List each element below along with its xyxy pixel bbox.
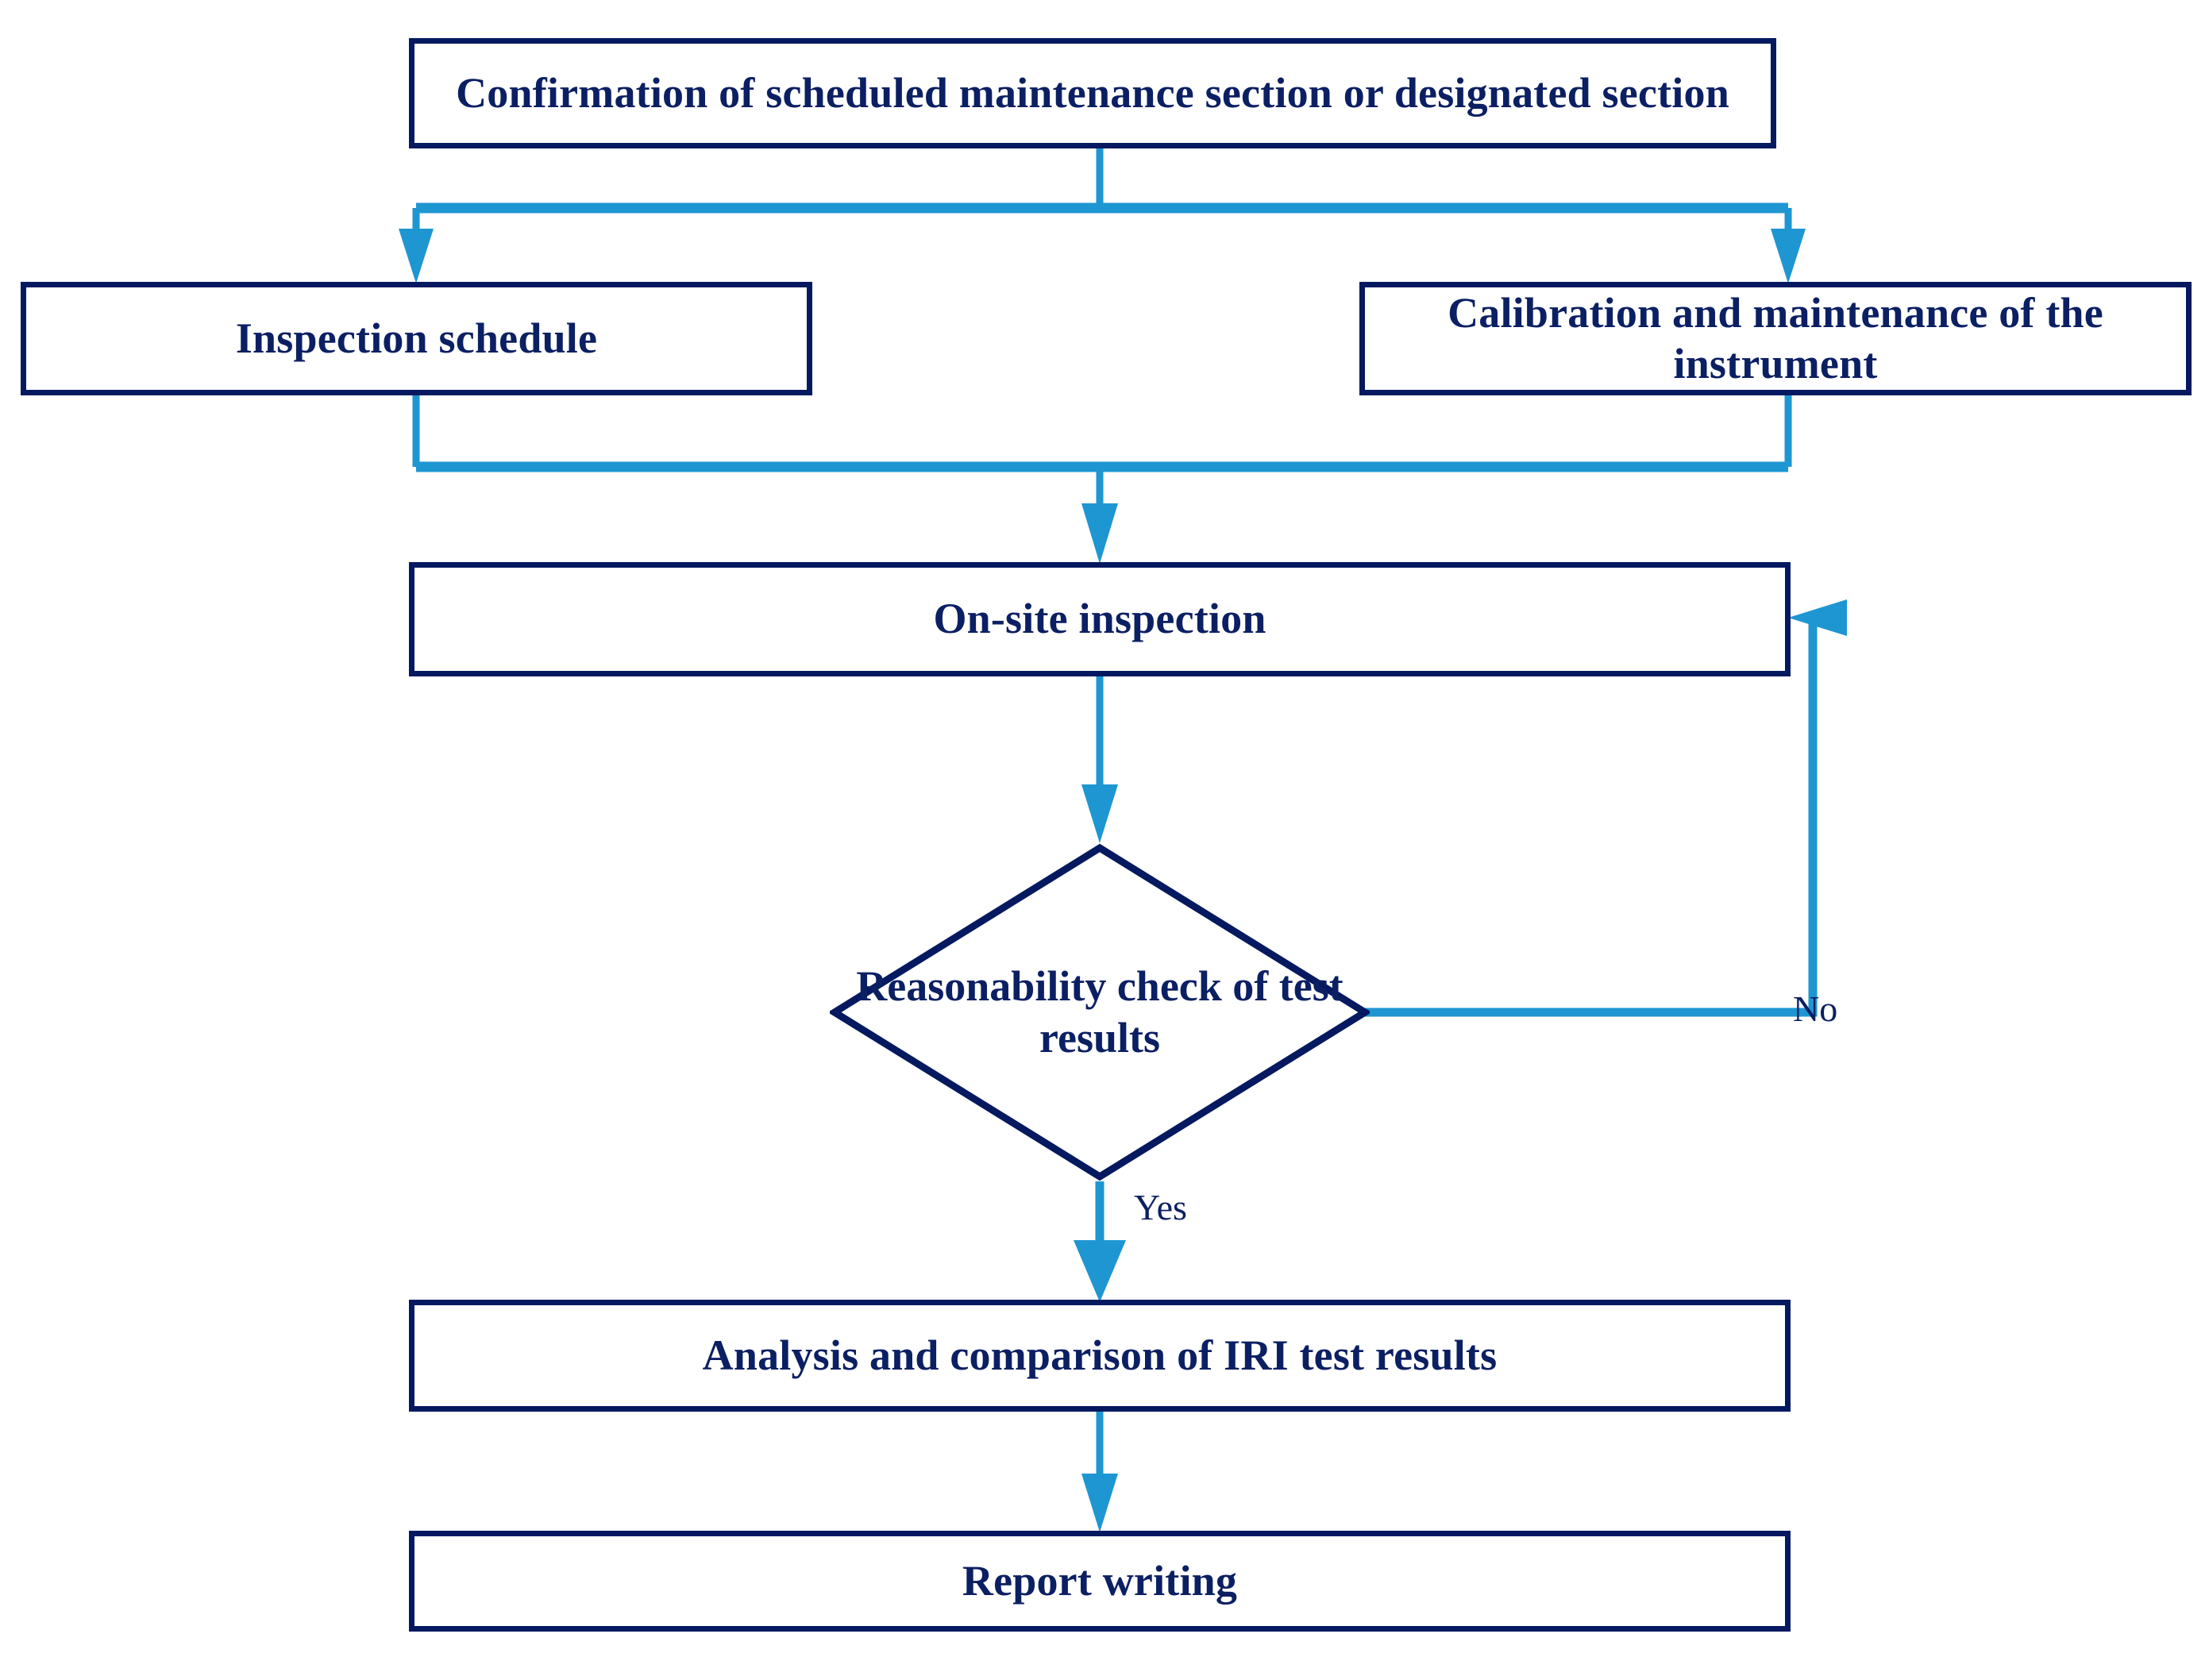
edge-confirmation-split xyxy=(416,148,1788,214)
node-label: Calibration and maintenance of the instr… xyxy=(1448,288,2103,387)
node-label: Confirmation of scheduled maintenance se… xyxy=(456,68,1729,117)
edge-label-no: No xyxy=(1793,988,1838,1029)
node-reasonability-check-of-test-results[interactable]: Reasonability check of test results xyxy=(830,843,1370,1181)
edge-onsite-to-decision xyxy=(1081,676,1118,843)
edge-confirmation-to-schedule xyxy=(399,208,434,283)
edge-label-yes: Yes xyxy=(1134,1187,1187,1227)
node-on-site-inspection[interactable]: On-site inspection xyxy=(409,562,1791,676)
node-confirmation-of-scheduled-maintenance-section[interactable]: Confirmation of scheduled maintenance se… xyxy=(409,38,1776,148)
decision-diamond-shape xyxy=(830,843,1370,1181)
node-label: Analysis and comparison of IRI test resu… xyxy=(702,1331,1498,1379)
edge-decision-yes-to-analysis xyxy=(1074,1181,1126,1302)
edge-merge-to-onsite xyxy=(416,461,1788,564)
node-label: Report writing xyxy=(962,1556,1238,1605)
edge-analysis-to-report xyxy=(1081,1412,1118,1532)
edge-confirmation-to-calibration xyxy=(1771,208,1806,283)
node-analysis-and-comparison-of-iri-test-results[interactable]: Analysis and comparison of IRI test resu… xyxy=(409,1300,1791,1412)
node-inspection-schedule[interactable]: Inspection schedule xyxy=(21,282,812,395)
node-label: On-site inspection xyxy=(933,595,1266,643)
node-label: Reasonability check of test results xyxy=(856,962,1344,1062)
node-label: Inspection schedule xyxy=(235,314,598,362)
node-report-writing[interactable]: Report writing xyxy=(409,1531,1791,1632)
node-calibration-and-maintenance-of-the-instrument[interactable]: Calibration and maintenance of the instr… xyxy=(1359,282,2192,395)
